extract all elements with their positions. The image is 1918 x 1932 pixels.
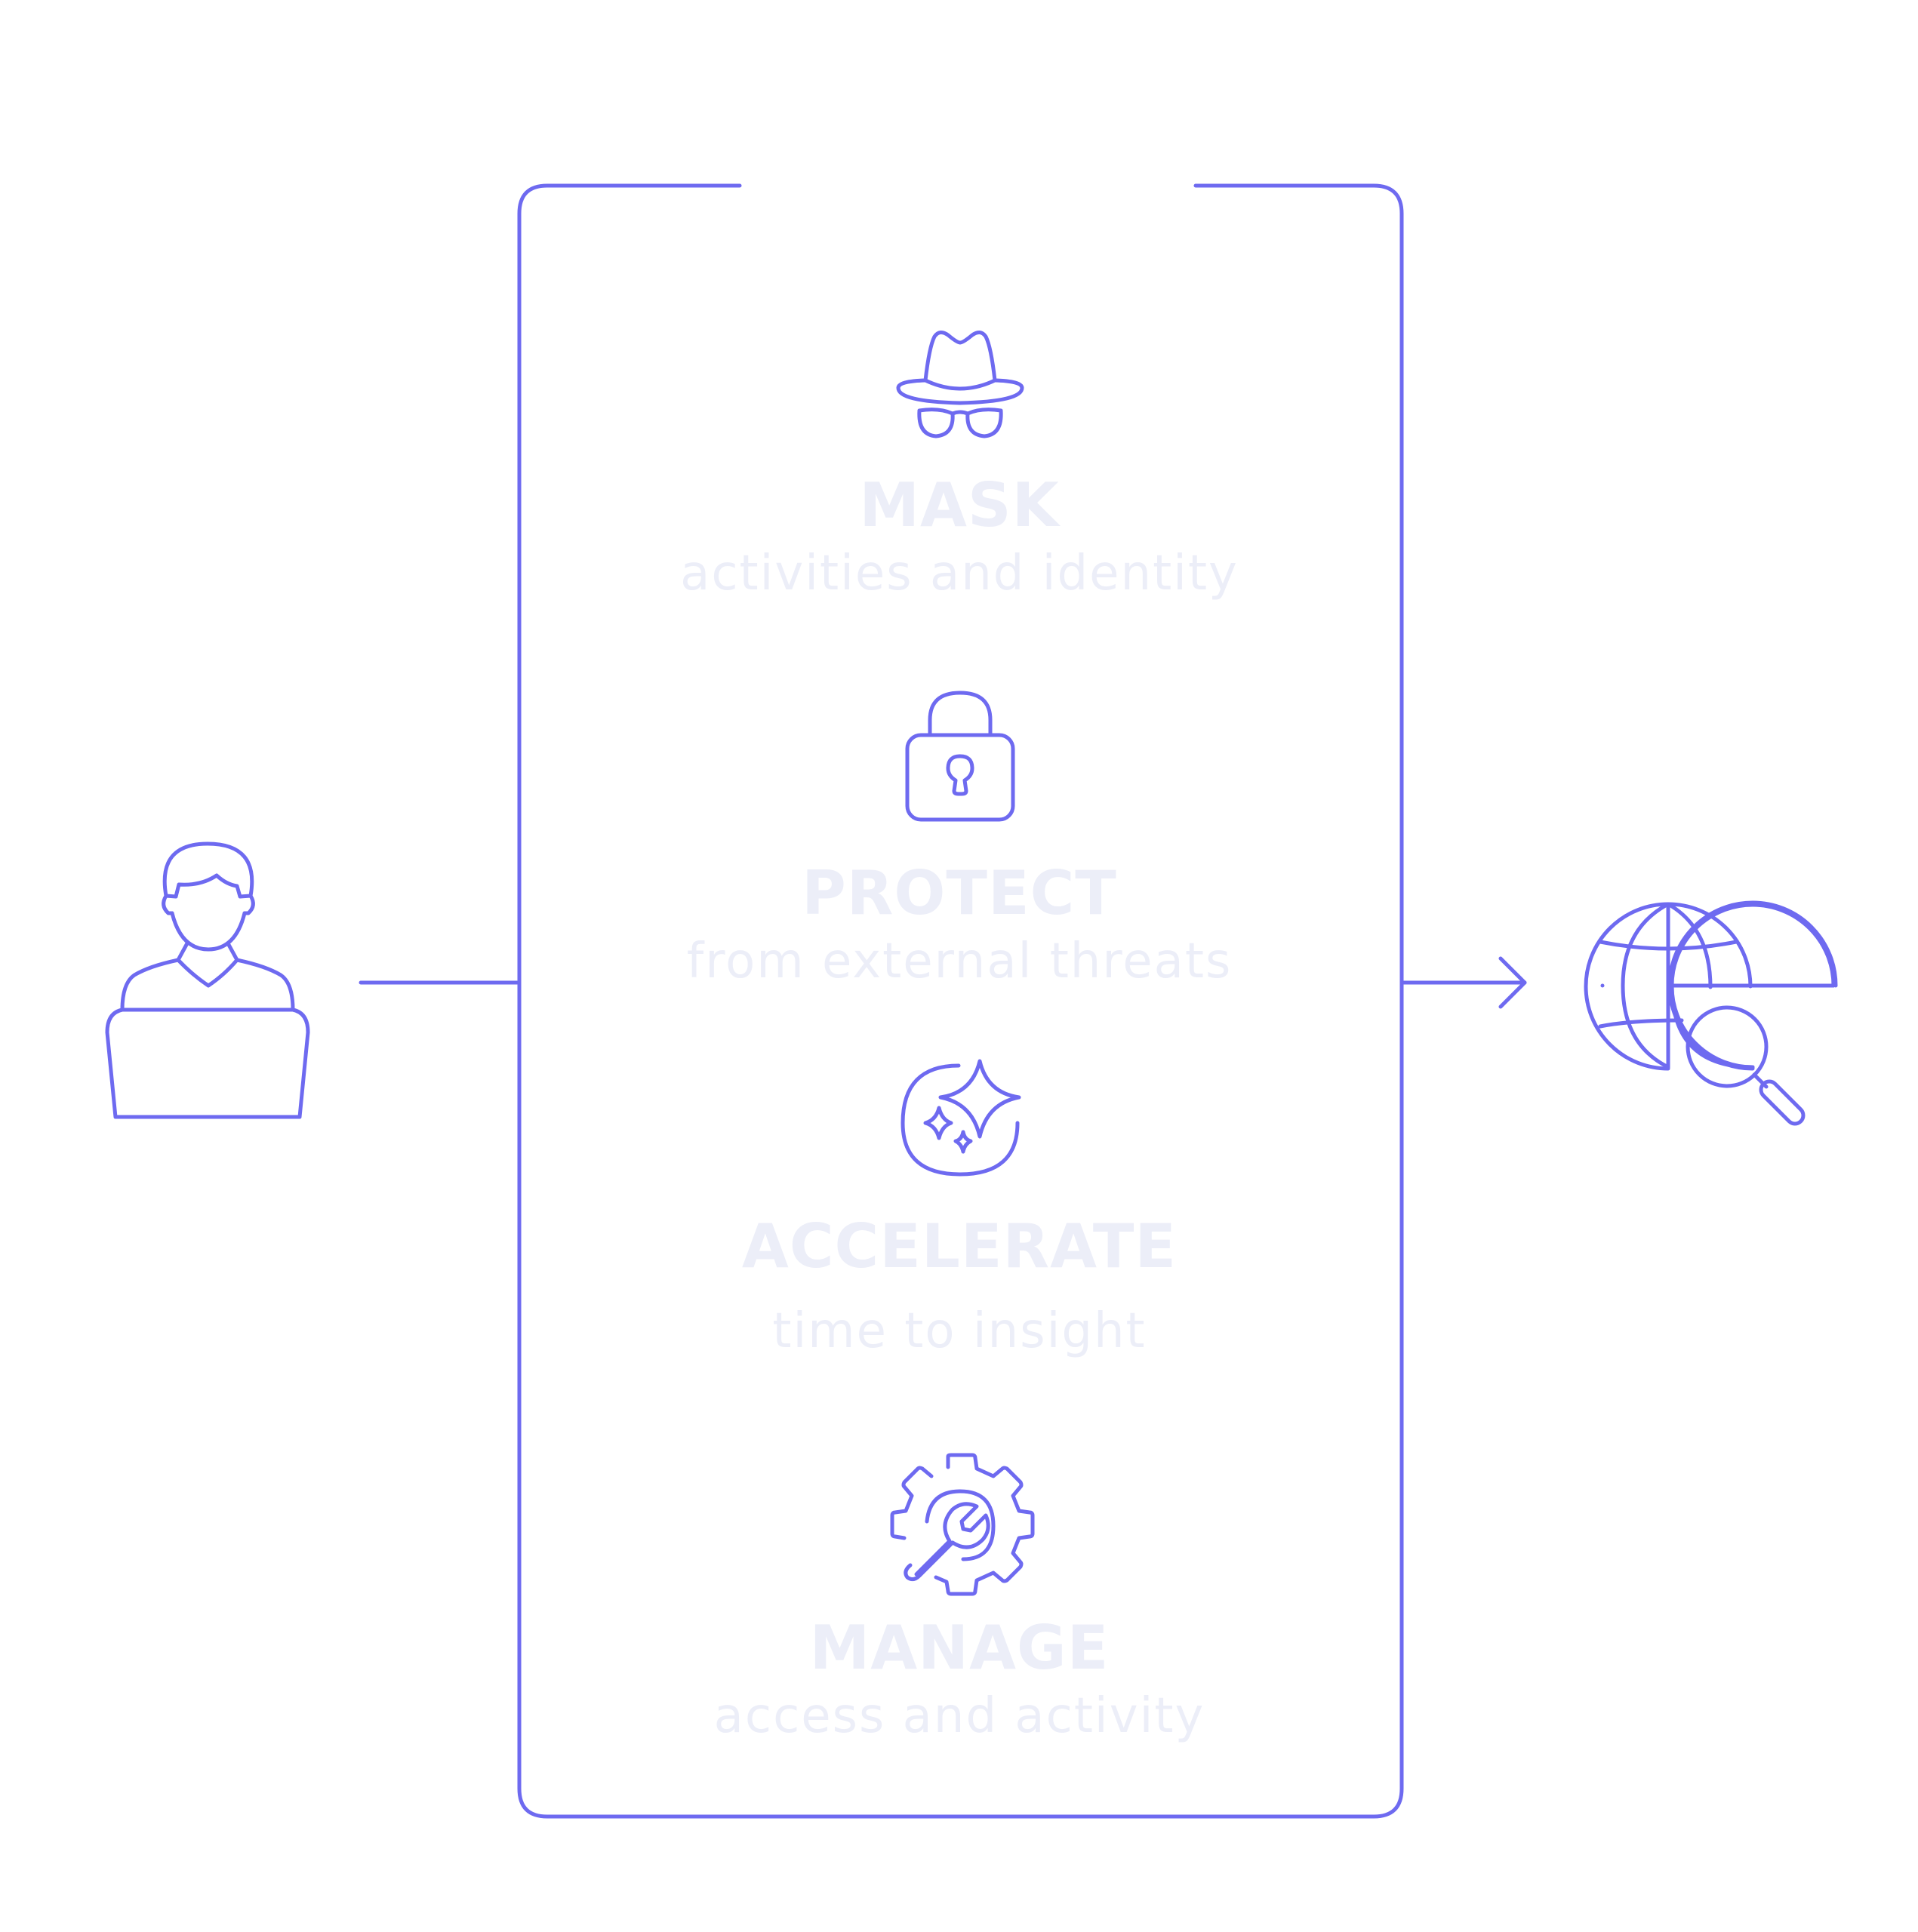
spy-hat-glasses-icon (896, 331, 1024, 438)
feature-title: MANAGE (809, 1613, 1110, 1683)
feature-title: MASK (859, 470, 1060, 540)
feature-subtitle: from external threats (686, 934, 1233, 989)
feature-subtitle: time to insight (772, 1303, 1147, 1359)
feature-mask: MASK activities and identity (528, 475, 1390, 598)
padlock-icon (905, 691, 1015, 822)
feature-accelerate: ACCELERATE time to insight (528, 1211, 1390, 1359)
user-laptop-icon (105, 841, 310, 1119)
feature-manage: MANAGE access and activity (528, 1613, 1390, 1744)
feature-title: PROTECT (802, 858, 1117, 928)
feature-subtitle: activities and identity (680, 546, 1239, 601)
globe-icon (1584, 902, 1753, 1071)
feature-frame (517, 183, 1404, 1819)
feature-subtitle: access and activity (713, 1688, 1205, 1744)
output-connector-arrow (1399, 956, 1527, 1009)
globe-search-icon (1598, 900, 1838, 1071)
gear-wrench-icon (890, 1453, 1035, 1596)
feature-title: ACCELERATE (741, 1211, 1178, 1281)
feature-protect: PROTECT from external threats (528, 863, 1390, 986)
magnifier-icon (1686, 1005, 1806, 1126)
sparkle-icon (901, 1059, 1021, 1177)
